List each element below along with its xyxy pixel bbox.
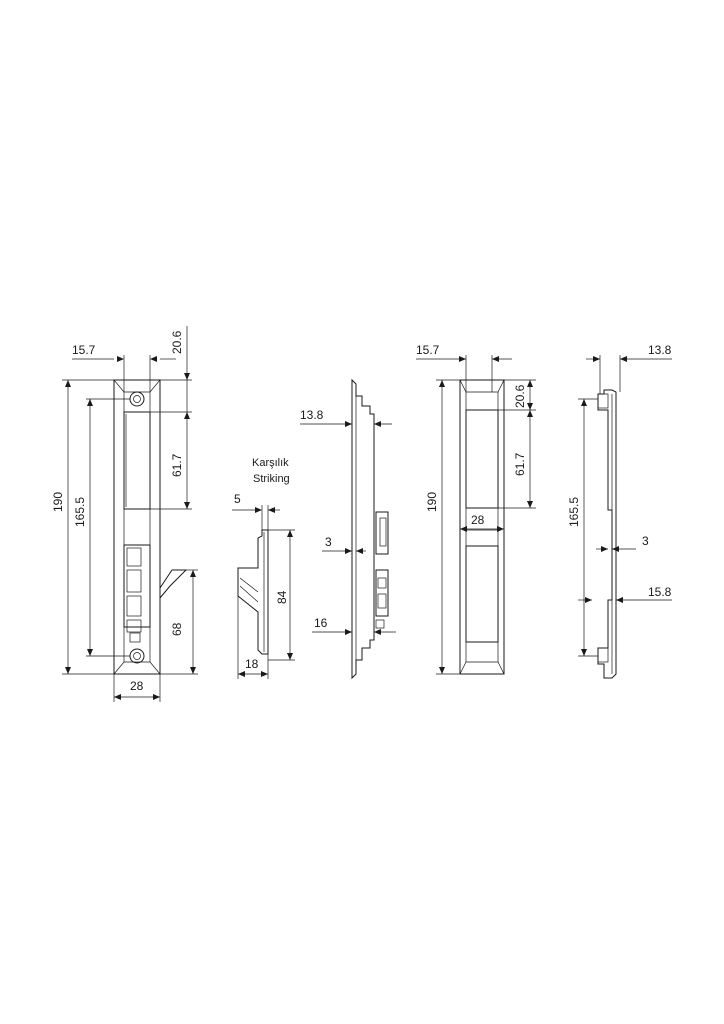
striker-plate-side-view: 13.8 165.5 3 15.8 <box>567 343 672 679</box>
dim-plate-lower-depth: 15.8 <box>648 585 672 599</box>
latch-hook <box>159 569 188 599</box>
dim-plate-mid-depth: 3 <box>642 534 649 548</box>
striker-side-view: Karşılık Striking 5 84 18 <box>232 457 295 679</box>
caption-striking: Striking <box>253 473 290 485</box>
dim-width-top: 15.7 <box>72 343 96 357</box>
dim-striker-height: 84 <box>275 590 289 604</box>
dim-back-inner-width: 28 <box>471 513 485 527</box>
dim-plate-hole-spacing: 165.5 <box>567 497 581 527</box>
dim-offset-top: 20.6 <box>170 330 184 354</box>
dim-back-offset-top: 20.6 <box>513 384 527 408</box>
dim-hole-spacing: 165.5 <box>73 497 87 527</box>
dim-width-bottom: 28 <box>130 679 144 693</box>
handle-side-profile <box>351 378 375 680</box>
dim-back-overall-height: 190 <box>425 492 439 512</box>
latch-block <box>123 544 151 628</box>
handle-side-view: 13.8 3 16 <box>300 378 396 680</box>
dim-striker-bottom: 18 <box>245 657 259 671</box>
dim-plate-top-depth: 13.8 <box>648 343 672 357</box>
caption-karsilik: Karşılık <box>252 457 289 469</box>
striker-plate-profile <box>597 389 617 679</box>
dim-side-bottom-depth: 16 <box>314 616 328 630</box>
back-upper-slot <box>465 409 499 509</box>
dim-striker-top: 5 <box>234 492 241 506</box>
dim-back-width-top: 15.7 <box>416 343 440 357</box>
dim-side-top-depth: 13.8 <box>300 408 324 422</box>
dim-hook-height: 68 <box>170 622 184 636</box>
back-lower-slot <box>465 545 499 643</box>
striker-profile <box>237 529 269 655</box>
dim-overall-height: 190 <box>51 492 65 512</box>
handle-front-view: 15.7 20.6 190 165.5 61.7 68 <box>51 326 198 702</box>
handle-back-view: 15.7 20.6 61.7 190 28 <box>416 343 536 675</box>
dim-side-mid-depth: 3 <box>325 535 332 549</box>
dim-back-slot-height: 61.7 <box>513 452 527 476</box>
upper-slot <box>123 411 151 510</box>
dim-slot-height: 61.7 <box>170 453 184 477</box>
